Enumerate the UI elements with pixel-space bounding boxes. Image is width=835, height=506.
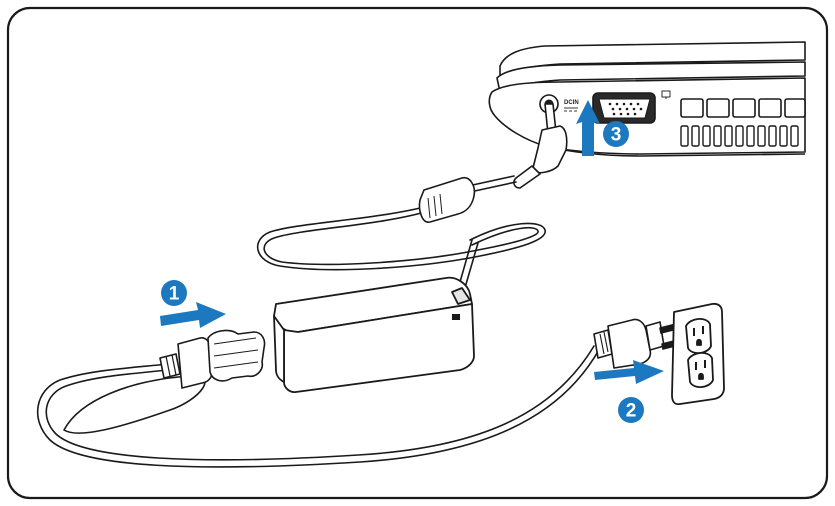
- step-3-number: 3: [611, 125, 622, 146]
- vga-port: [592, 92, 656, 124]
- step-1-arrow: [160, 302, 226, 328]
- side-ports: [680, 98, 806, 118]
- power-adapter: [273, 276, 475, 394]
- ac-connector: [159, 329, 266, 389]
- dc-plug: [513, 103, 568, 189]
- ac-power-cord: [36, 345, 601, 468]
- dc-symbol-icon: [564, 107, 578, 112]
- step-3-marker: 3: [603, 121, 629, 147]
- step-1-number: 1: [169, 284, 180, 305]
- step-3-arrow: [576, 100, 600, 156]
- vent-slots: [680, 125, 799, 147]
- step-2-number: 2: [626, 401, 637, 422]
- step-2-marker: 2: [618, 397, 644, 423]
- step-2-arrow: [594, 360, 664, 384]
- monitor-icon: [661, 90, 671, 99]
- ac-plug: [593, 318, 680, 369]
- step-1-marker: 1: [161, 280, 187, 306]
- dcin-label: DCIN: [564, 100, 579, 106]
- wall-outlet: [671, 302, 725, 406]
- ferrite-bead: [418, 176, 476, 223]
